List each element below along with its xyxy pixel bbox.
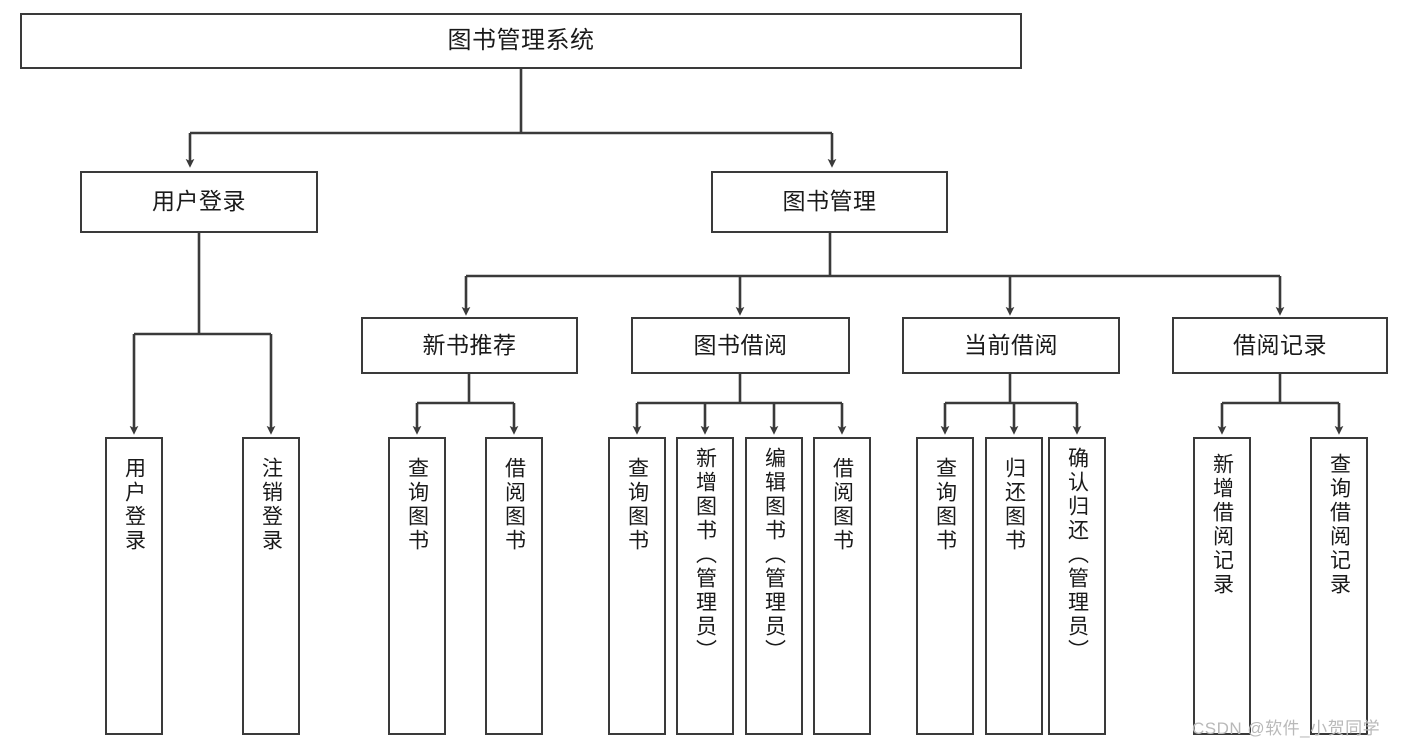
- leaf-confirm-return-label: 确认归还（管理员）: [1065, 447, 1089, 663]
- leaf-borrow-book-1-label: 借阅图书: [502, 457, 526, 553]
- node-root[interactable]: 图书管理系统: [20, 13, 1022, 69]
- node-current-borrow[interactable]: 当前借阅: [902, 317, 1120, 374]
- node-book-manage[interactable]: 图书管理: [711, 171, 948, 233]
- leaf-borrow-book-2[interactable]: 借阅图书: [813, 437, 871, 735]
- leaf-user-logout[interactable]: 注销登录: [242, 437, 300, 735]
- leaf-query-book-2[interactable]: 查询图书: [608, 437, 666, 735]
- node-user-login-label: 用户登录: [152, 188, 246, 215]
- leaf-confirm-return[interactable]: 确认归还（管理员）: [1048, 437, 1106, 735]
- leaf-return-book[interactable]: 归还图书: [985, 437, 1043, 735]
- node-new-book-recommend-label: 新书推荐: [422, 331, 517, 358]
- leaf-user-login-label: 用户登录: [122, 457, 146, 553]
- leaf-borrow-book-2-label: 借阅图书: [830, 457, 854, 553]
- node-new-book-recommend[interactable]: 新书推荐: [361, 317, 578, 374]
- leaf-add-borrow-record[interactable]: 新增借阅记录: [1193, 437, 1251, 735]
- node-book-borrow-label: 图书借阅: [693, 331, 788, 358]
- leaf-query-borrow-record[interactable]: 查询借阅记录: [1310, 437, 1368, 735]
- leaf-borrow-book-1[interactable]: 借阅图书: [485, 437, 543, 735]
- node-book-borrow[interactable]: 图书借阅: [631, 317, 850, 374]
- leaf-user-logout-label: 注销登录: [259, 457, 283, 553]
- node-book-manage-label: 图书管理: [782, 188, 877, 215]
- leaf-add-book-label: 新增图书（管理员）: [693, 447, 717, 663]
- leaf-query-book-1[interactable]: 查询图书: [388, 437, 446, 735]
- leaf-return-book-label: 归还图书: [1002, 457, 1026, 553]
- leaf-edit-book-label: 编辑图书（管理员）: [762, 447, 786, 663]
- leaf-add-borrow-record-label: 新增借阅记录: [1210, 453, 1234, 597]
- leaf-user-login[interactable]: 用户登录: [105, 437, 163, 735]
- node-borrow-record-label: 借阅记录: [1233, 331, 1327, 358]
- leaf-add-book[interactable]: 新增图书（管理员）: [676, 437, 734, 735]
- leaf-edit-book[interactable]: 编辑图书（管理员）: [745, 437, 803, 735]
- node-root-label: 图书管理系统: [447, 26, 595, 54]
- watermark: CSDN @软件_小贺同学: [1192, 719, 1381, 738]
- node-borrow-record[interactable]: 借阅记录: [1172, 317, 1388, 374]
- leaf-query-book-1-label: 查询图书: [405, 457, 429, 553]
- leaf-query-book-2-label: 查询图书: [625, 457, 649, 553]
- leaf-query-book-3[interactable]: 查询图书: [916, 437, 974, 735]
- leaf-query-borrow-record-label: 查询借阅记录: [1327, 453, 1351, 597]
- node-current-borrow-label: 当前借阅: [964, 331, 1058, 358]
- node-user-login[interactable]: 用户登录: [80, 171, 318, 233]
- leaf-query-book-3-label: 查询图书: [933, 457, 957, 553]
